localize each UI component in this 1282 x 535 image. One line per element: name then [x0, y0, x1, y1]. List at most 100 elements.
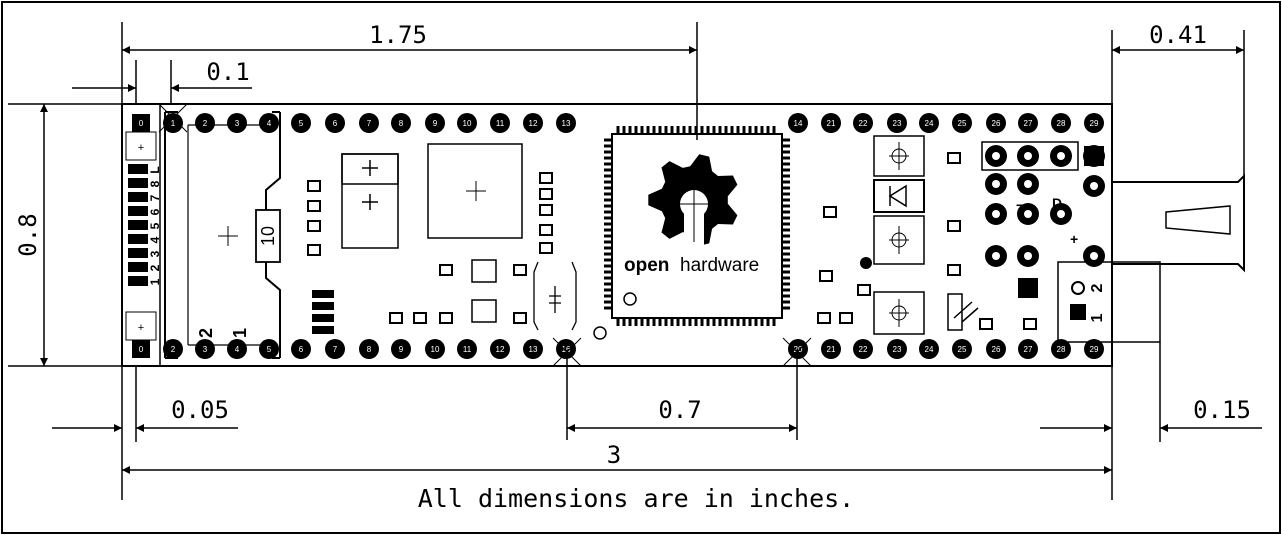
header-pin — [1017, 145, 1039, 167]
pin: 4 — [259, 113, 279, 133]
pin-label: 10 — [463, 119, 472, 128]
smd-resistor — [312, 290, 334, 298]
smd-component — [439, 264, 453, 276]
header-label-minus: − — [1016, 197, 1024, 213]
extension-lines — [121, 22, 1245, 270]
pin-label: 21 — [827, 119, 836, 128]
strip-pad — [128, 248, 148, 258]
resistor — [255, 209, 281, 263]
pin-label: 28 — [1057, 345, 1066, 354]
smd-resistor — [312, 314, 334, 322]
pin-label: 7 — [333, 345, 338, 354]
extension-lines — [8, 103, 122, 367]
dim-label-1-75: 1.75 — [369, 21, 427, 49]
smd-component — [539, 204, 553, 216]
pin-label: 13 — [529, 345, 538, 354]
header-label-d: D — [1052, 195, 1062, 211]
power-label-1: 1 — [1089, 313, 1106, 322]
strip-pad — [128, 178, 148, 188]
switch-label-1: 1 — [230, 328, 250, 338]
pin-label: 5 — [267, 345, 272, 354]
transistor — [471, 259, 497, 283]
pin-label: 11 — [496, 119, 505, 128]
strip-pad — [128, 206, 148, 216]
pin-label: 2 — [203, 119, 208, 128]
pin-label: 11 — [463, 345, 472, 354]
pin-label: 26 — [992, 119, 1001, 128]
pin-label: 14 — [794, 119, 803, 128]
dim-label-0-15: 0.15 — [1193, 396, 1251, 424]
pin-label: 22 — [859, 119, 868, 128]
button — [873, 135, 925, 177]
header-pin — [1018, 278, 1038, 298]
pin: 8 — [391, 113, 411, 133]
pin: 13 — [523, 339, 543, 359]
fiducial — [593, 326, 607, 340]
pin: 21 — [821, 339, 841, 359]
smd-component — [819, 270, 833, 282]
header-pin — [1083, 245, 1105, 267]
pin: 26 — [986, 113, 1006, 133]
dim-label-0-8: 0.8 — [14, 213, 42, 256]
pin: 14 — [788, 113, 808, 133]
header-pin — [1083, 175, 1105, 197]
pin: 6 — [291, 339, 311, 359]
smd-component — [539, 172, 553, 184]
strip-label: 6 — [148, 208, 162, 215]
dim-label-0-41: 0.41 — [1149, 21, 1207, 49]
pin-label: 8 — [367, 345, 372, 354]
pin-label: 13 — [562, 119, 571, 128]
terminal-strip — [121, 103, 161, 367]
pin-label: 27 — [1024, 345, 1033, 354]
pin: 16 — [556, 339, 576, 359]
pin-label: 22 — [859, 345, 868, 354]
pin-label: 20 — [794, 345, 803, 354]
pin: 22 — [853, 113, 873, 133]
button-marks — [889, 142, 909, 327]
pin: 0 — [132, 340, 150, 358]
smd-component — [817, 312, 831, 324]
pin: 23 — [887, 113, 907, 133]
pin-label: 23 — [893, 345, 902, 354]
header-pin — [1084, 146, 1104, 166]
pin: 28 — [1051, 113, 1071, 133]
pin-label: 1 — [171, 119, 176, 128]
pin-label: 6 — [299, 345, 304, 354]
usb-connector — [1112, 173, 1245, 273]
smd-component — [513, 312, 527, 324]
pin-label: 4 — [235, 345, 240, 354]
pin: 24 — [919, 113, 939, 133]
strip-label: 2 — [148, 264, 162, 271]
smd-component — [307, 200, 321, 212]
pin-label: 27 — [1024, 119, 1033, 128]
strip-pad — [128, 276, 148, 286]
extension-lines — [121, 342, 1161, 500]
dim-label-0-1: 0.1 — [206, 58, 249, 86]
pin: 2 — [163, 339, 183, 359]
pin: 22 — [853, 339, 873, 359]
smd-component — [307, 180, 321, 192]
header-label-plus: + — [1070, 231, 1078, 247]
units-note: All dimensions are in inches. — [418, 484, 855, 513]
transistor — [471, 299, 497, 323]
pin: 10 — [425, 339, 445, 359]
pin-label: 23 — [893, 119, 902, 128]
open-hardware-gear-icon — [648, 154, 738, 250]
pin: 27 — [1018, 339, 1038, 359]
logo-hardware: hardware — [680, 255, 759, 276]
smd-component — [947, 220, 961, 232]
strip-label: 8 — [148, 180, 162, 187]
pin-label: 24 — [925, 345, 934, 354]
strip-label: 5 — [148, 222, 162, 229]
mcu-pins — [604, 126, 790, 326]
pin: 9 — [391, 339, 411, 359]
pin: 29 — [1084, 113, 1104, 133]
button — [873, 291, 925, 335]
pin: 7 — [359, 113, 379, 133]
strip-pad — [128, 192, 148, 202]
icsp-header — [981, 141, 1079, 171]
